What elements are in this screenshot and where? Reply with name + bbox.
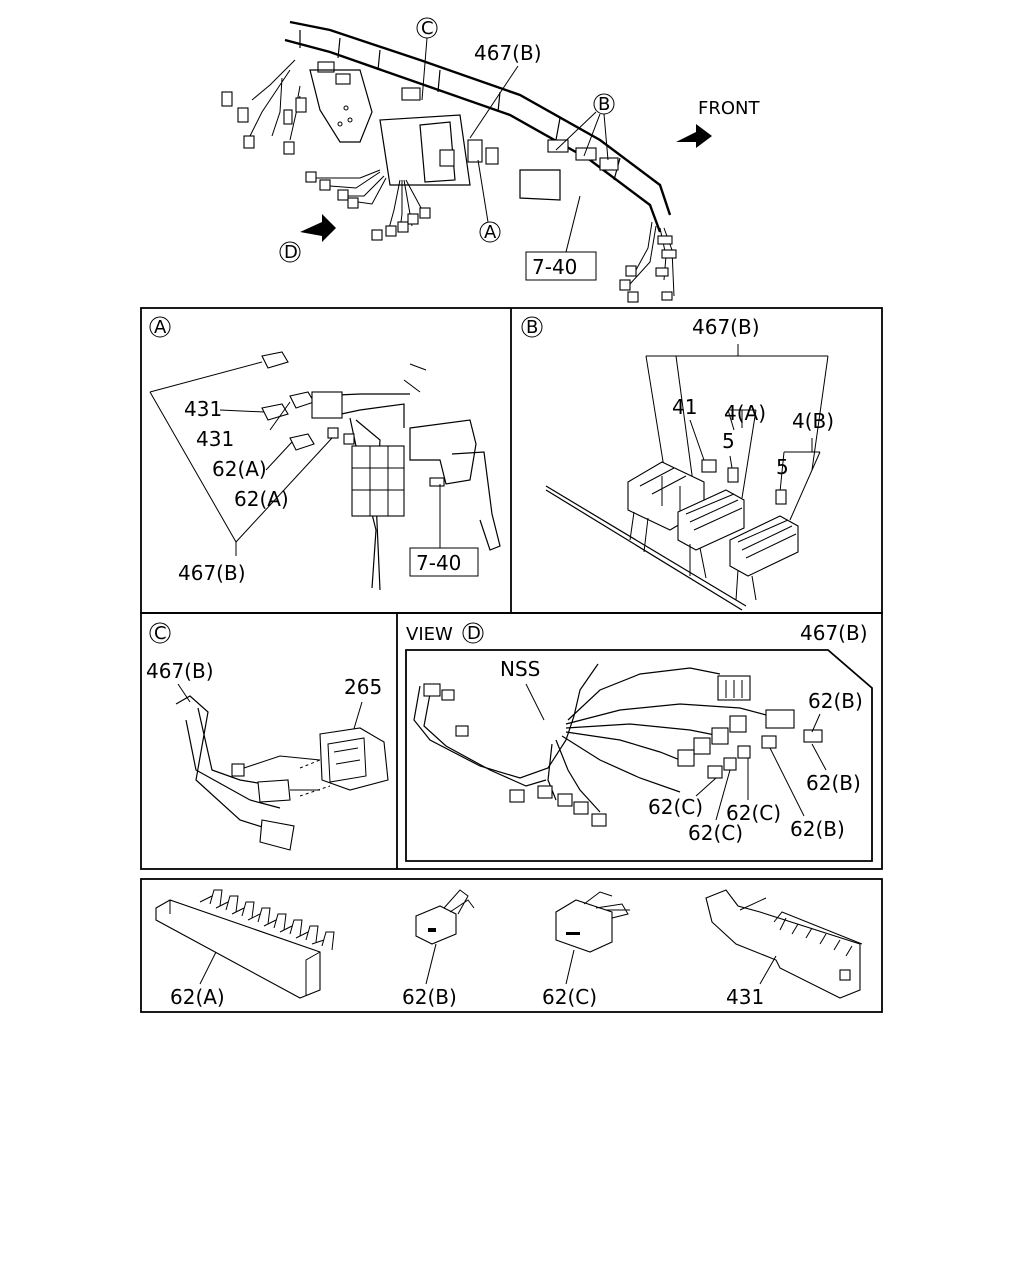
connector-431-upper — [261, 351, 289, 369]
panel-a-62a-2: 62(A) — [234, 487, 289, 511]
fuse-5-a — [727, 467, 739, 483]
fuse-5-b — [775, 489, 787, 505]
socket-265 — [319, 727, 389, 791]
connector-62b-1 — [803, 729, 823, 743]
connector-c-upper — [257, 779, 291, 803]
callout-b: B — [598, 94, 610, 115]
legend-connector-62a — [155, 899, 321, 999]
panel-a-ref-7-40: 7-40 — [416, 551, 461, 575]
connector-62b-2 — [761, 735, 777, 749]
connector-62c-2 — [707, 765, 723, 779]
legend-connector-431 — [705, 889, 861, 999]
overview-ref-7-40: 7-40 — [532, 255, 577, 279]
panel-a-62a-1: 62(A) — [212, 457, 267, 481]
callout-c: C — [421, 18, 434, 39]
panel-d-62c-1: 62(C) — [648, 795, 703, 819]
view-d-arrow-icon — [300, 214, 336, 242]
connector-62c-1 — [723, 757, 737, 771]
panel-frames — [140, 307, 883, 1013]
panel-d-467b: 467(B) — [800, 621, 868, 645]
panel-d-62b-3: 62(B) — [790, 817, 845, 841]
legend-431: 431 — [726, 985, 764, 1009]
legend-62b: 62(B) — [402, 985, 457, 1009]
panel-b-marker: B — [526, 317, 538, 338]
connector-d-mid — [765, 709, 795, 729]
panel-b-5-1: 5 — [722, 429, 735, 453]
panel-d-62b-1: 62(B) — [808, 689, 863, 713]
connector-c-lower — [259, 819, 295, 851]
connector-62a-upper — [289, 391, 315, 409]
panel-c-265: 265 — [344, 675, 382, 699]
panel-a-marker: A — [154, 317, 167, 338]
callout-a: A — [484, 222, 497, 243]
panel-b-4b: 4(B) — [792, 409, 834, 433]
panel-b-467b: 467(B) — [692, 315, 760, 339]
callout-d: D — [284, 242, 298, 263]
panel-d-62c-3: 62(C) — [688, 821, 743, 845]
panel-d-62b-2: 62(B) — [806, 771, 861, 795]
panel-c-marker: C — [154, 623, 167, 644]
panel-a-467b: 467(B) — [178, 561, 246, 585]
relay-41 — [701, 459, 717, 473]
panel-d-nss: NSS — [500, 657, 540, 681]
legend-62a: 62(A) — [170, 985, 225, 1009]
connector-62b-3 — [737, 745, 751, 759]
panel-a-431-2: 431 — [196, 427, 234, 451]
legend-62c: 62(C) — [542, 985, 597, 1009]
overview-467b-label: 467(B) — [474, 41, 542, 65]
connector-block-9 — [351, 445, 405, 517]
parts-legend: 62(A) 62(B) 62(C) 431 — [155, 889, 863, 1009]
panel-b: B 467(B) 41 4(A) 5 4(B) 5 — [521, 315, 834, 611]
panel-d: VIEW D 467(B) NSS — [405, 621, 873, 862]
legend-connector-62c — [555, 899, 613, 953]
front-label: FRONT — [698, 98, 760, 119]
panel-a: A 431 431 62(A) 62(A) 467(B) 7-40 — [149, 316, 501, 591]
legend-connector-62b — [415, 905, 457, 945]
panel-d-view-label: VIEW — [406, 624, 453, 645]
connector-62a-lower — [289, 433, 315, 451]
harness-overview: FRONT C 467(B) B A D 7-40 — [221, 17, 760, 303]
panel-b-41: 41 — [672, 395, 697, 419]
panel-a-431-1: 431 — [184, 397, 222, 421]
panel-b-4a: 4(A) — [724, 401, 766, 425]
panel-b-5-2: 5 — [776, 455, 789, 479]
panel-d-marker: D — [467, 623, 481, 644]
front-arrow-icon — [676, 124, 712, 148]
connector-multi — [311, 391, 343, 419]
panel-c: C 467(B) 265 — [146, 622, 389, 851]
connector-431-lower — [261, 403, 289, 421]
panel-c-467b: 467(B) — [146, 659, 214, 683]
panel-d-62c-2: 62(C) — [726, 801, 781, 825]
